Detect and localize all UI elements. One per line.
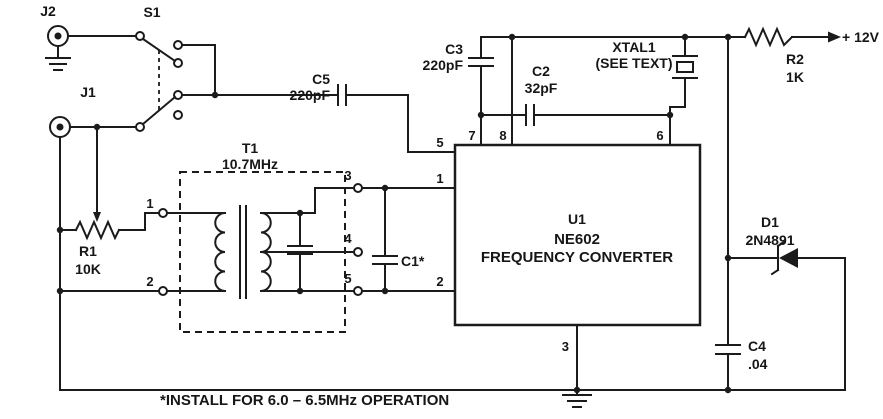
d1-label: D1 bbox=[761, 214, 779, 230]
crystal-icon bbox=[676, 61, 694, 73]
t1-terminal-5: 5 bbox=[344, 271, 351, 286]
capacitor-icon bbox=[525, 104, 535, 126]
t1-transformer: T1 10.7MHz 1 2 3 4 5 bbox=[146, 140, 363, 333]
c1-label: C1* bbox=[401, 253, 425, 269]
c4-value: .04 bbox=[748, 356, 768, 372]
c3-value: 220pF bbox=[423, 57, 464, 73]
capacitor-icon bbox=[372, 255, 398, 265]
c2-capacitor: C2 32pF bbox=[525, 63, 558, 126]
u1-pin-1: 1 bbox=[436, 171, 443, 186]
r2-resistor: R2 1K bbox=[743, 26, 804, 85]
power-terminal: + 12V bbox=[828, 29, 880, 45]
arrow-icon bbox=[828, 31, 841, 43]
j2-jack: J2 bbox=[40, 3, 71, 71]
u1-pin-3: 3 bbox=[562, 339, 569, 354]
u1-ic: U1 NE602 FREQUENCY CONVERTER 5 1 2 7 8 6… bbox=[436, 128, 702, 354]
secondary-coil-icon bbox=[259, 211, 272, 293]
t1-terminal-2: 2 bbox=[146, 274, 153, 289]
install-note: *INSTALL FOR 6.0 – 6.5MHz OPERATION bbox=[160, 392, 449, 409]
j1-jack: J1 bbox=[49, 84, 96, 138]
resistor-icon bbox=[743, 26, 794, 48]
u1-pin-5: 5 bbox=[436, 135, 443, 150]
t1-shield-box bbox=[179, 171, 346, 333]
d1-part: 2N4891 bbox=[745, 232, 794, 248]
c1-capacitor: C1* bbox=[372, 253, 425, 269]
xtal1-note: (SEE TEXT) bbox=[595, 55, 672, 71]
s1-label: S1 bbox=[143, 4, 160, 20]
core-icon bbox=[239, 205, 247, 299]
u1-pin-8: 8 bbox=[499, 128, 506, 143]
d1-diode: D1 2N4891 bbox=[745, 214, 798, 276]
c5-capacitor: C5 220pF bbox=[290, 71, 347, 106]
u1-pin-6: 6 bbox=[656, 128, 663, 143]
zener-cathode-icon bbox=[770, 240, 786, 276]
r1-potentiometer: R1 10K bbox=[74, 212, 121, 277]
c2-label: C2 bbox=[532, 63, 550, 79]
r1-value: 10K bbox=[75, 261, 101, 277]
capacitor-icon bbox=[715, 344, 741, 355]
s1-switch: S1 bbox=[135, 4, 183, 132]
j2-label: J2 bbox=[40, 3, 56, 19]
c3-label: C3 bbox=[445, 41, 463, 57]
c5-label: C5 bbox=[312, 71, 330, 87]
t1-label: T1 bbox=[242, 140, 259, 156]
t1-terminal-4: 4 bbox=[344, 231, 352, 246]
u1-pin-7: 7 bbox=[468, 128, 475, 143]
r2-label: R2 bbox=[786, 51, 804, 67]
t1-terminal-3: 3 bbox=[344, 168, 351, 183]
r2-value: 1K bbox=[786, 69, 804, 85]
c4-capacitor: C4 .04 bbox=[715, 338, 768, 372]
crystal-plates-icon bbox=[672, 55, 698, 79]
j1-label: J1 bbox=[80, 84, 96, 100]
c3-capacitor: C3 220pF bbox=[423, 41, 494, 73]
capacitor-icon bbox=[468, 57, 494, 67]
t1-terminal-1: 1 bbox=[146, 196, 153, 211]
wiper-arrow-icon bbox=[93, 212, 101, 222]
t1-value: 10.7MHz bbox=[222, 156, 278, 172]
u1-pin-2: 2 bbox=[436, 274, 443, 289]
tuning-capacitor-icon bbox=[287, 245, 313, 255]
xtal1-label: XTAL1 bbox=[612, 39, 656, 55]
ground-icon bbox=[45, 57, 71, 71]
diode-icon bbox=[779, 248, 798, 268]
r1-label: R1 bbox=[79, 243, 97, 259]
ic-body bbox=[453, 143, 702, 327]
u1-description: FREQUENCY CONVERTER bbox=[481, 249, 673, 266]
switch-arm bbox=[141, 95, 177, 126]
c2-value: 32pF bbox=[525, 80, 558, 96]
c4-label: C4 bbox=[748, 338, 766, 354]
resistor-icon bbox=[74, 219, 121, 241]
primary-coil-icon bbox=[214, 211, 227, 293]
u1-label: U1 bbox=[568, 211, 586, 227]
capacitor-icon bbox=[337, 84, 347, 106]
power-rail-label: + 12V bbox=[842, 29, 880, 45]
u1-part: NE602 bbox=[554, 231, 600, 248]
c5-value: 220pF bbox=[290, 87, 331, 103]
wires bbox=[57, 35, 846, 391]
junction-dots bbox=[56, 33, 732, 394]
xtal1-crystal: XTAL1 (SEE TEXT) bbox=[595, 39, 698, 79]
